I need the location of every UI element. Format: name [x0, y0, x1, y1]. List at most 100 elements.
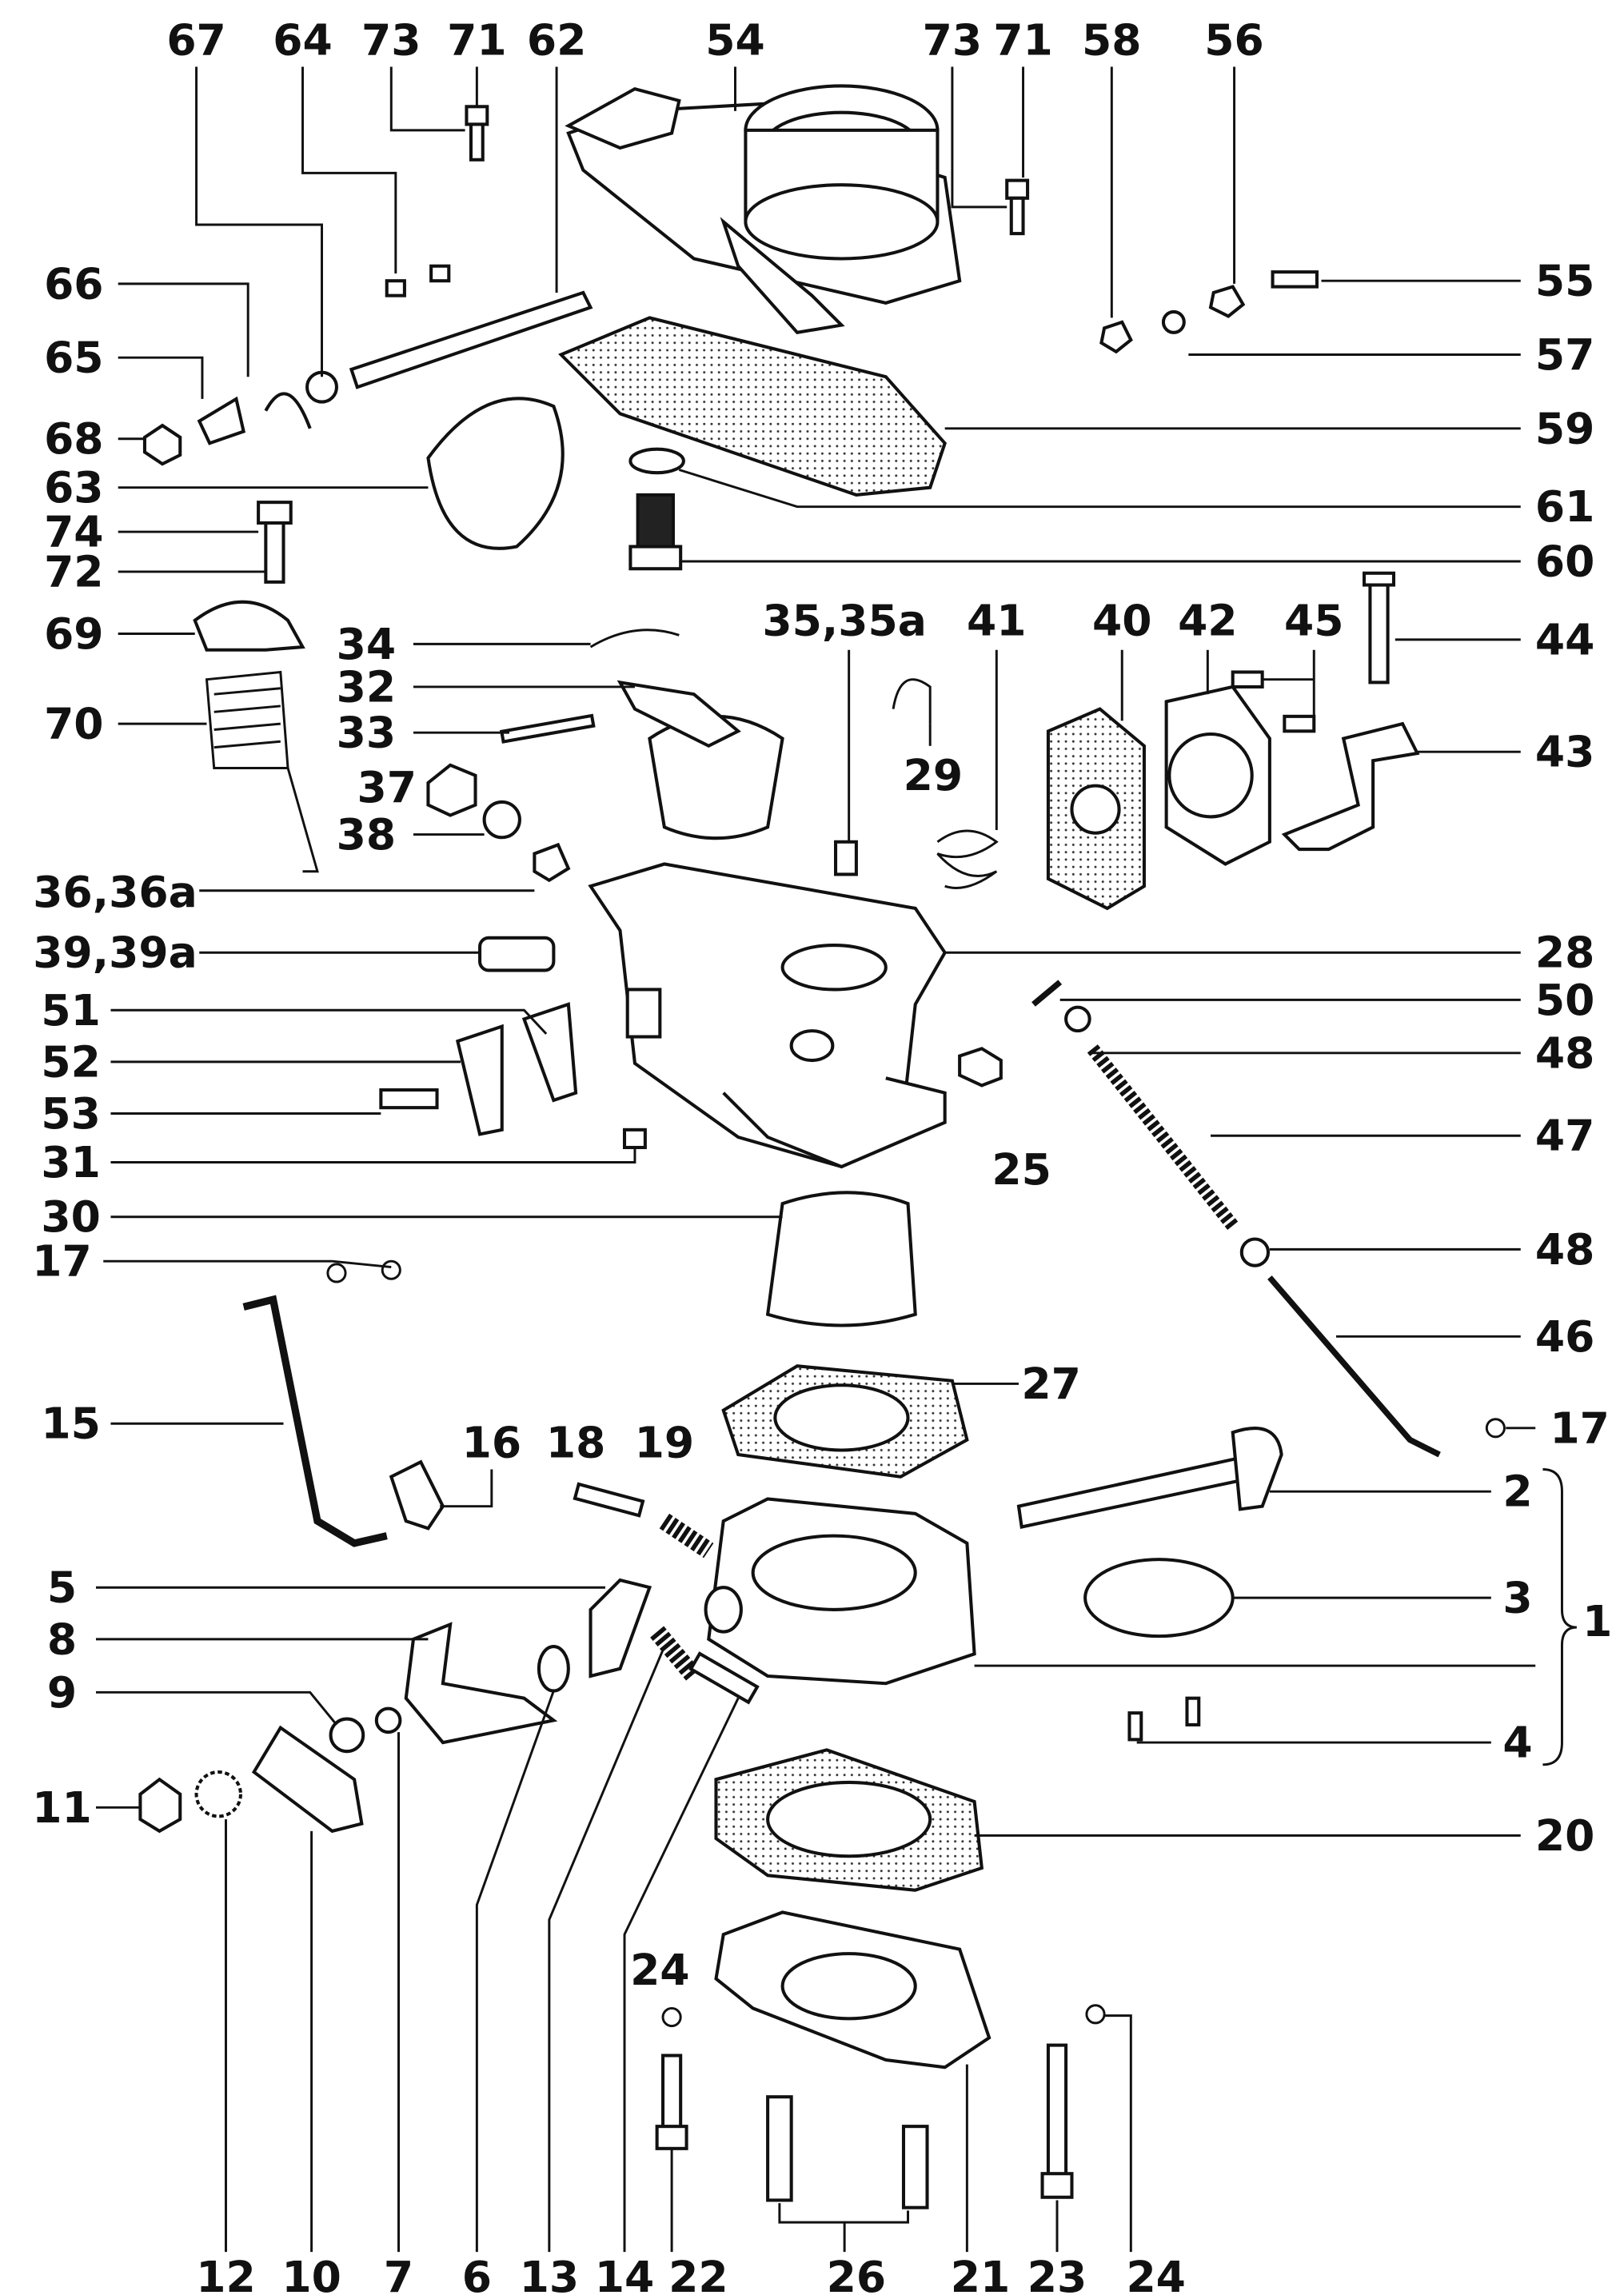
- part-pin-33: [499, 713, 596, 744]
- part-label: 28: [1535, 928, 1595, 978]
- part-throttle-plate-3: [1083, 1558, 1235, 1638]
- part-label: 40: [1092, 595, 1152, 645]
- part-label: 54: [705, 15, 765, 66]
- part-label: 38: [337, 809, 397, 860]
- part-label: 63: [44, 462, 104, 513]
- part-label: 6: [462, 2252, 492, 2295]
- part-pin-50: [1031, 980, 1063, 1007]
- part-label: 5: [47, 1563, 77, 1613]
- part-pin-44: [1363, 571, 1395, 685]
- part-label: 51: [41, 985, 100, 1036]
- part-rod-46: [1267, 1275, 1441, 1458]
- part-label: 71: [993, 15, 1053, 66]
- labels-middle: 34 32 33 37 38 35,35a 41 40 42 45 29 25 …: [337, 595, 1344, 1995]
- part-washer-9: [329, 1717, 365, 1754]
- part-label: 4: [1502, 1718, 1532, 1768]
- part-washer-48b: [1239, 1237, 1271, 1267]
- part-label: 24: [1126, 2252, 1186, 2295]
- part-label: 50: [1535, 975, 1595, 1025]
- part-label: 45: [1284, 595, 1344, 645]
- part-spring-19: [659, 1513, 714, 1559]
- part-lockwasher-24a: [661, 2006, 682, 2028]
- part-label: 48: [1535, 1028, 1595, 1078]
- labels-left: 66 65 68 63 74 72 69 70 36,36a 39,39a 51…: [32, 258, 197, 1832]
- part-label: 19: [635, 1418, 695, 1468]
- part-label: 31: [41, 1137, 100, 1187]
- part-label: 23: [1027, 2252, 1087, 2295]
- part-screw-31: [622, 1128, 647, 1150]
- part-top-cover: [565, 84, 962, 334]
- part-bracket-51: [521, 1002, 578, 1103]
- part-nut-25: [958, 1047, 1003, 1088]
- part-label: 67: [166, 15, 226, 66]
- part-bracket-52: [455, 1024, 504, 1136]
- part-label: 71: [447, 15, 507, 66]
- part-spring-47: [1087, 1044, 1239, 1231]
- part-bolt-22: [655, 2054, 688, 2150]
- part-label: 59: [1535, 403, 1595, 453]
- part-label: 32: [337, 661, 397, 712]
- part-label: 17: [1550, 1403, 1610, 1453]
- part-label: 30: [41, 1191, 100, 1242]
- part-label: 44: [1535, 614, 1595, 665]
- part-throttle-body: [704, 1497, 976, 1686]
- part-label: 13: [520, 2252, 580, 2295]
- part-washer-6: [537, 1645, 570, 1693]
- part-clip-34: [589, 629, 680, 649]
- leader-lines: [96, 66, 1577, 2253]
- part-label: 52: [41, 1036, 100, 1087]
- part-label: 48: [1535, 1224, 1595, 1275]
- part-spring-13: [650, 1626, 701, 1682]
- part-label: 12: [196, 2252, 255, 2295]
- part-clips-17: [326, 1259, 1506, 1439]
- part-label: 17: [32, 1236, 92, 1287]
- part-tube-29: [892, 678, 932, 724]
- part-label: 9: [47, 1667, 77, 1718]
- part-label: 33: [337, 708, 397, 758]
- part-label: 72: [44, 546, 104, 597]
- part-label: 27: [1021, 1359, 1081, 1409]
- part-lockwasher-12: [194, 1770, 242, 1818]
- labels-top: 67 64 73 71 62 54 73 71 58 56: [166, 15, 1263, 66]
- part-label: 42: [1178, 595, 1238, 645]
- part-washer-61: [628, 447, 685, 475]
- part-lever-8: [404, 1622, 558, 1745]
- part-label: 14: [595, 2252, 655, 2295]
- part-screw-74: [257, 501, 293, 584]
- part-label: 3: [1502, 1573, 1532, 1623]
- part-label: 43: [1535, 727, 1595, 777]
- part-label: 69: [44, 609, 104, 659]
- part-float-32: [616, 680, 784, 840]
- part-label: 68: [44, 413, 104, 464]
- part-jet-36: [533, 842, 571, 883]
- part-label: 37: [357, 762, 417, 812]
- part-venturi-30: [765, 1191, 917, 1327]
- part-label: 73: [923, 15, 983, 66]
- part-label: 70: [44, 699, 104, 749]
- part-throttle-plate-63: [426, 397, 565, 550]
- part-label: 46: [1535, 1311, 1595, 1362]
- part-label: 16: [462, 1418, 522, 1468]
- part-label: 18: [546, 1418, 606, 1468]
- part-bracket-16: [389, 1459, 445, 1531]
- part-label: 10: [281, 2252, 341, 2295]
- part-label: 73: [361, 15, 421, 66]
- part-nuts-washers-top-right: [1099, 270, 1319, 354]
- part-label: 47: [1535, 1111, 1595, 1161]
- part-label: 24: [630, 1945, 690, 1995]
- part-flange-21: [714, 1910, 992, 2069]
- part-label: 22: [668, 2252, 728, 2295]
- part-rod-15: [242, 1295, 388, 1547]
- part-label: 21: [951, 2252, 1011, 2295]
- part-spring-41: [936, 829, 999, 889]
- part-label: 7: [384, 2252, 413, 2295]
- part-lever-43: [1281, 721, 1420, 852]
- part-spring-70: [205, 670, 319, 873]
- labels-right: 55 57 59 61 60 44 43 28 50 48 47 48 46 1…: [1502, 256, 1612, 1861]
- part-label: 62: [527, 15, 587, 66]
- part-clip-69: [193, 600, 305, 652]
- parts: [138, 84, 1506, 2209]
- part-label: 36,36a: [33, 867, 197, 917]
- part-label: 2: [1502, 1467, 1532, 1517]
